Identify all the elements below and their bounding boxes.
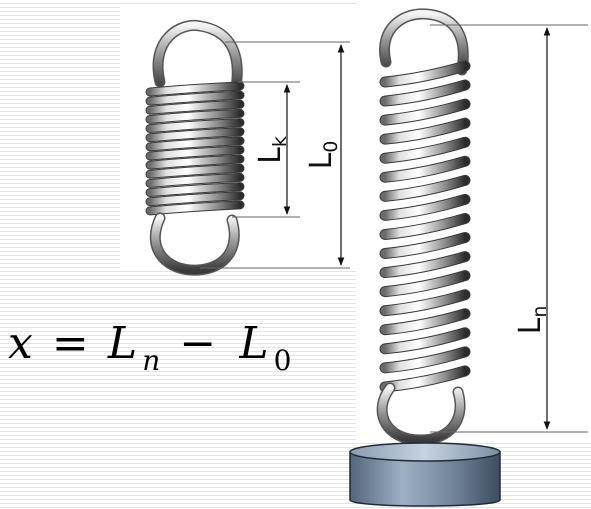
coil-turn-highlight	[146, 82, 244, 96]
coil-turn-highlight	[380, 252, 470, 278]
coil-turn-highlight	[380, 347, 470, 373]
coil-turn-highlight	[146, 146, 244, 160]
coil-turn-highlight	[380, 309, 470, 335]
coil-turn-highlight	[146, 119, 244, 133]
coil-turn-highlight	[380, 194, 470, 220]
relaxed-spring	[145, 19, 245, 276]
relaxed-spring-coil	[145, 81, 245, 216]
formula-term2: L	[238, 318, 268, 369]
extension-formula: x = L n − L 0	[8, 318, 291, 377]
coil-turn-highlight	[146, 201, 244, 215]
coil-turn-highlight	[146, 173, 244, 187]
lk-label: Lk	[253, 136, 291, 164]
coil-turn-highlight	[380, 271, 470, 297]
ln-label: Ln	[513, 306, 551, 335]
formula-term1: L	[107, 318, 137, 369]
relaxed-spring-dimensions	[200, 41, 350, 269]
coil-turn-highlight	[146, 192, 244, 206]
l0-label: L0	[304, 141, 342, 170]
coil-turn-highlight	[380, 290, 470, 316]
coil-turn-highlight	[146, 164, 244, 178]
coil-turn-highlight	[380, 99, 470, 125]
formula-term2-sub: 0	[274, 344, 292, 377]
coil-turn-highlight	[380, 137, 470, 163]
coil-turn-highlight	[380, 213, 470, 239]
coil-turn-highlight	[146, 128, 244, 142]
coil-turn-highlight	[380, 233, 470, 259]
formula-term1-sub: n	[142, 344, 160, 377]
svg-text:x = L n: x = L n − L 0	[8, 318, 291, 377]
formula-minus: −	[179, 318, 216, 369]
coil-turn-highlight	[380, 61, 470, 87]
svg-text:L0: L0	[304, 141, 342, 170]
formula-lhs: x	[8, 318, 33, 369]
coil-turn-highlight	[146, 183, 244, 197]
coil-turn-highlight	[380, 118, 470, 144]
stretched-spring-dimensions	[430, 24, 588, 433]
stretched-spring	[376, 8, 471, 446]
hanging-weight	[349, 442, 501, 507]
coil-turn-highlight	[146, 155, 244, 169]
coil-turn-highlight	[146, 109, 244, 123]
coil-turn-highlight	[146, 91, 244, 105]
coil-turn-highlight	[380, 80, 470, 106]
svg-text:Ln: Ln	[513, 306, 551, 335]
formula-equals: =	[52, 318, 89, 369]
svg-text:Lk: Lk	[253, 136, 291, 164]
coil-turn-highlight	[146, 137, 244, 151]
coil-turn-highlight	[146, 100, 244, 114]
coil-turn-highlight	[380, 328, 470, 354]
coil-turn-highlight	[380, 175, 470, 201]
coil-turn-highlight	[380, 156, 470, 182]
